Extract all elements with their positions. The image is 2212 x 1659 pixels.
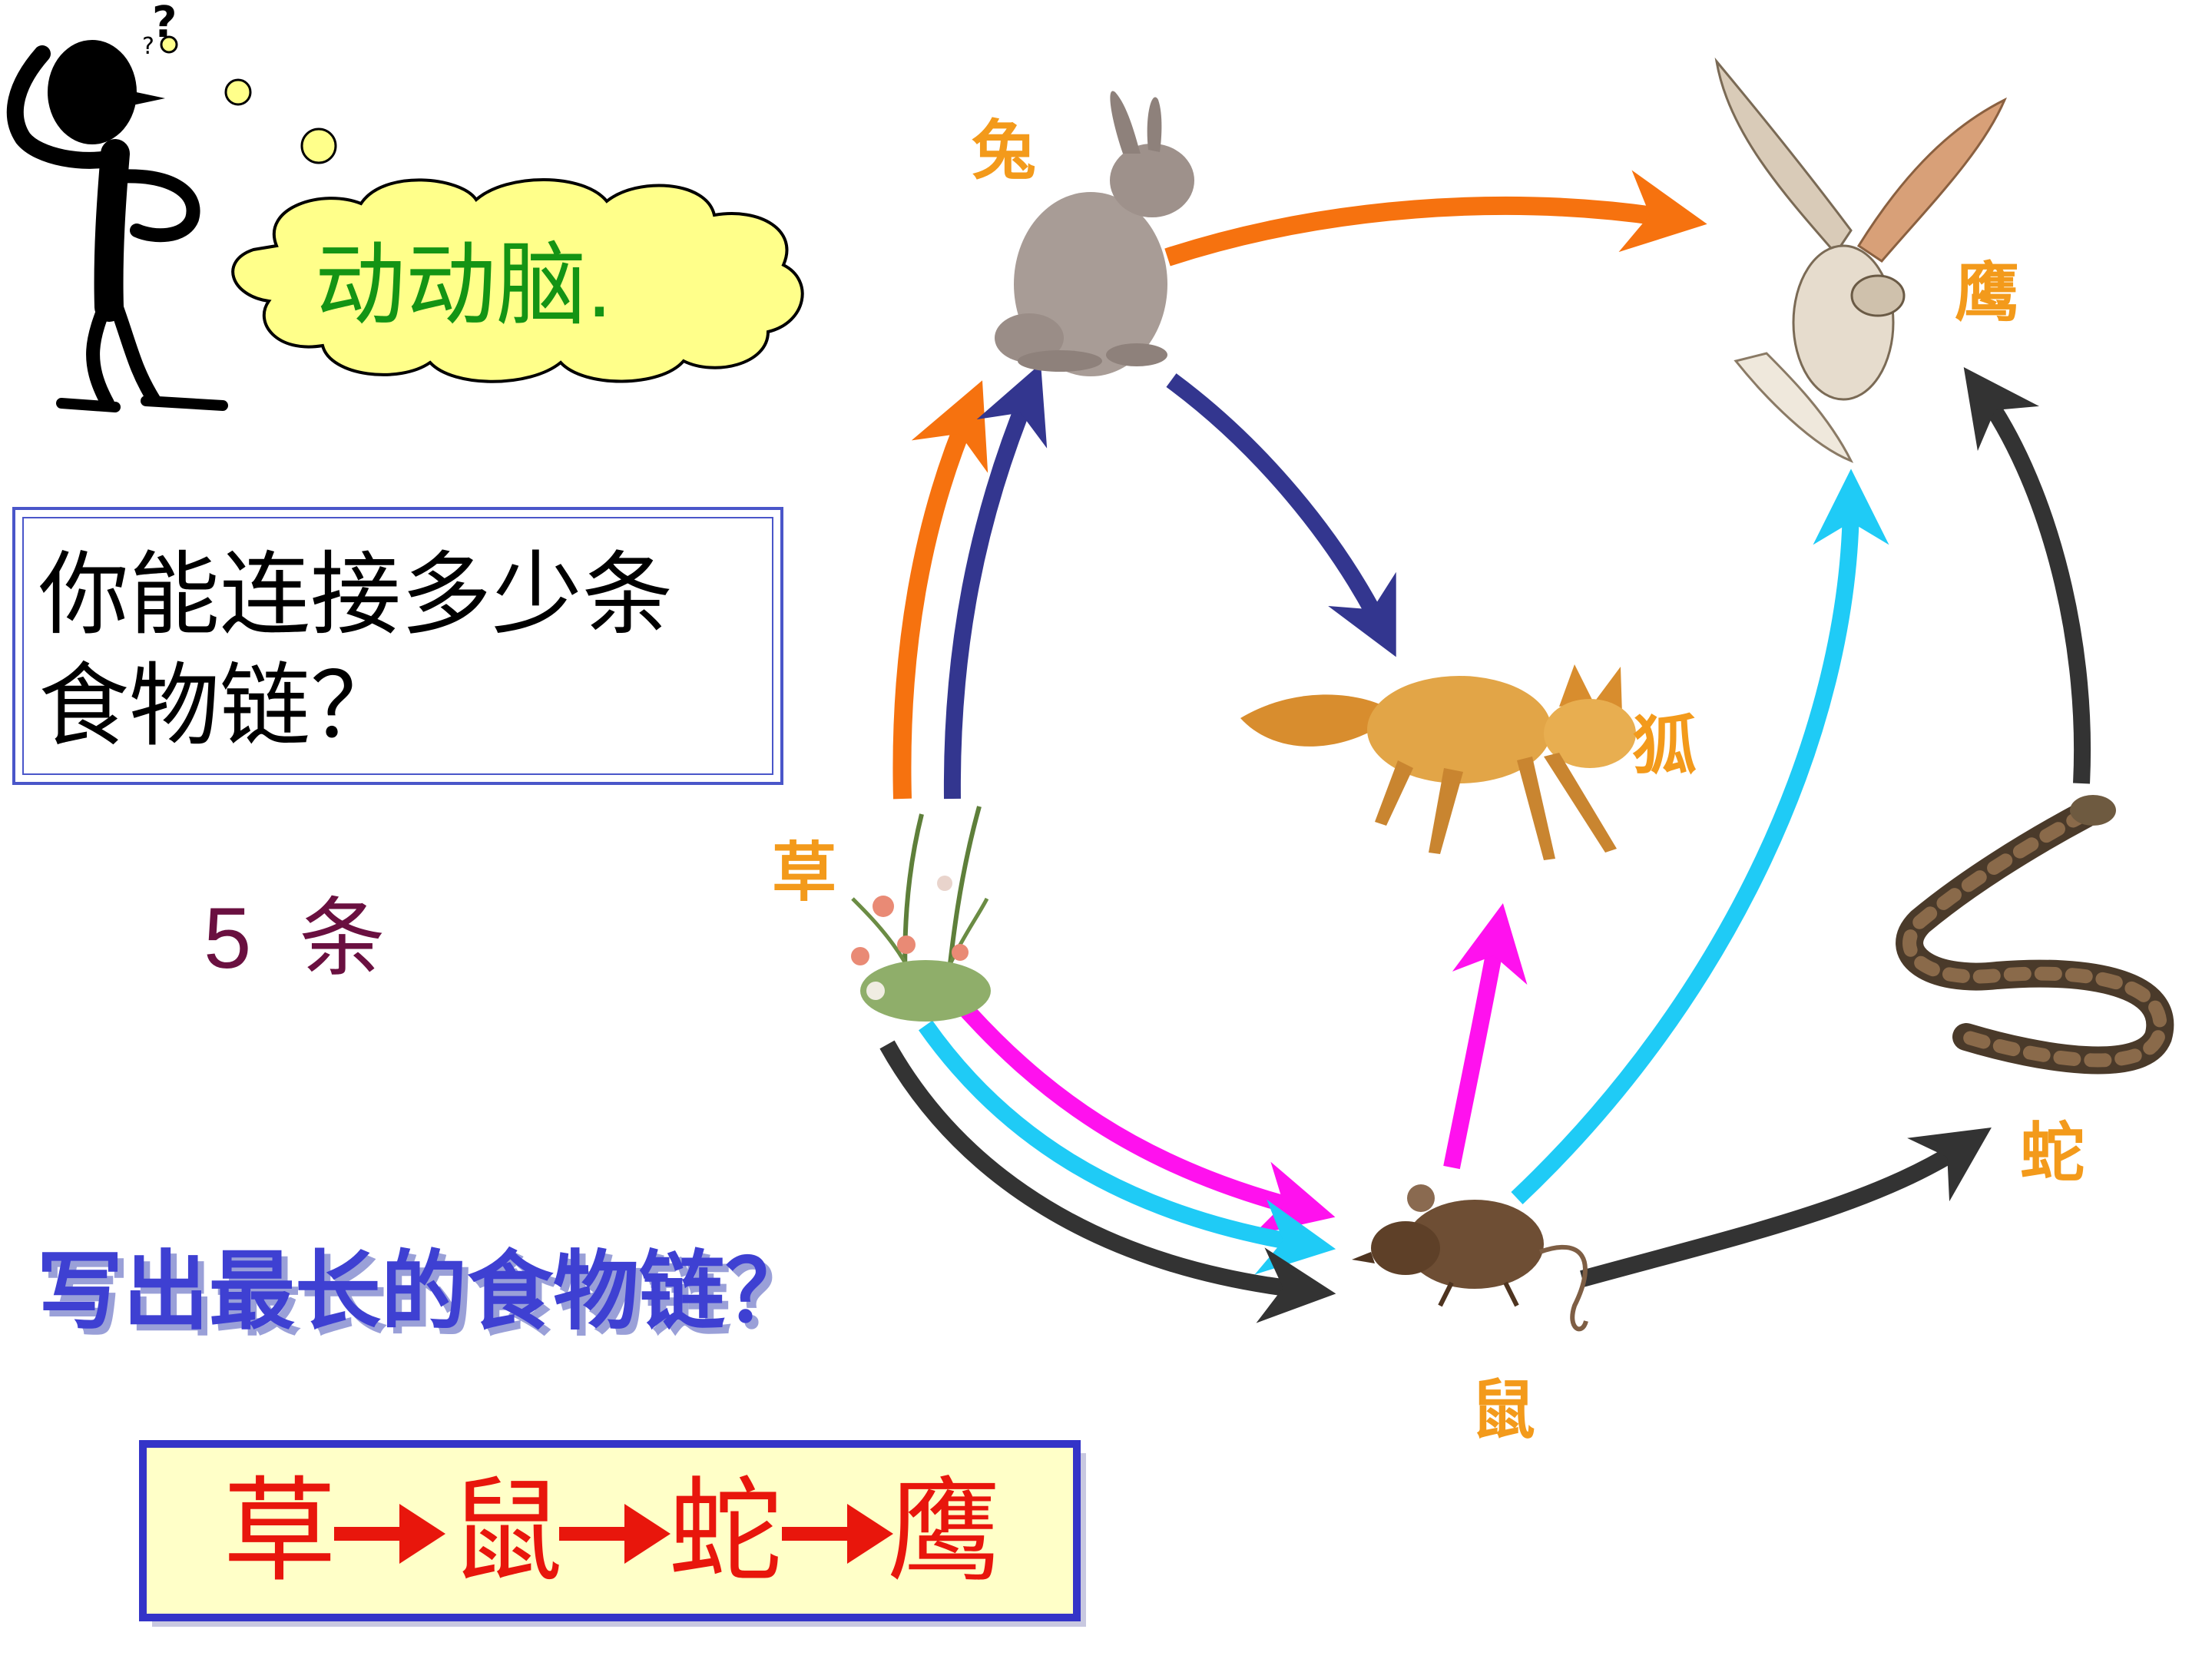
chain-node-1: 草 [223,1465,336,1598]
snake-icon [1896,795,2174,1075]
question-box: 你能连接多少条 食物链？ [12,507,783,785]
chain-node-4: 鹰 [887,1465,1001,1598]
label-snake: 蛇 [2020,1114,2085,1190]
thought-cloud: 动动脑. [231,178,804,383]
longest-chain-box: 草 鼠 蛇 鹰 [139,1440,1086,1627]
label-eagle: 鹰 [1955,254,2019,330]
food-web-arrows [879,170,2091,1323]
label-rabbit: 兔 [972,112,1036,188]
answer-count: 5 条 [204,890,386,986]
svg-text:?: ? [142,33,154,60]
arrow-rabbit-fox [1166,373,1396,657]
question-line-2: 食物链？ [38,653,401,759]
thinking-figure-icon: ? ? [6,0,228,412]
arrow-mouse-fox [1443,903,1528,1170]
arrow-rabbit-eagle [1164,170,1707,267]
question-line-1: 你能连接多少条 [38,541,673,647]
label-fox: 狐 [1632,707,1697,783]
grass-icon [851,806,991,1022]
longest-question: 写出最长的食物链？ [37,1242,811,1342]
thought-dot [300,127,337,164]
arrow-grass-rabbit-navy [943,363,1048,800]
thought-text: 动动脑. [315,235,612,336]
rabbit-icon [995,91,1194,376]
mouse-icon [1352,1184,1588,1332]
label-mouse: 鼠 [1471,1372,1535,1448]
arrow-grass-mouse-cyan [919,1020,1336,1275]
chain-node-3: 蛇 [668,1465,782,1598]
arrow-mouse-eagle [1511,469,1889,1204]
arrow-grass-mouse-magenta [949,992,1336,1236]
chain-arrow-icon [559,1504,671,1564]
chain-arrow-icon [334,1504,445,1564]
arrow-grass-mouse-dark [879,1040,1336,1323]
arrow-grass-rabbit-orange [892,380,988,800]
label-grass: 草 [772,834,836,910]
thought-dot [224,78,252,106]
chain-arrow-icon [782,1504,893,1564]
longest-question-shadow: 写出最长的食物链？ [43,1248,817,1348]
chain-node-2: 鼠 [449,1465,563,1598]
eagle-icon [1714,57,2007,463]
fox-icon [1240,664,1636,860]
arrow-mouse-snake [1580,1128,1992,1287]
arrow-snake-eagle [1963,366,2091,784]
